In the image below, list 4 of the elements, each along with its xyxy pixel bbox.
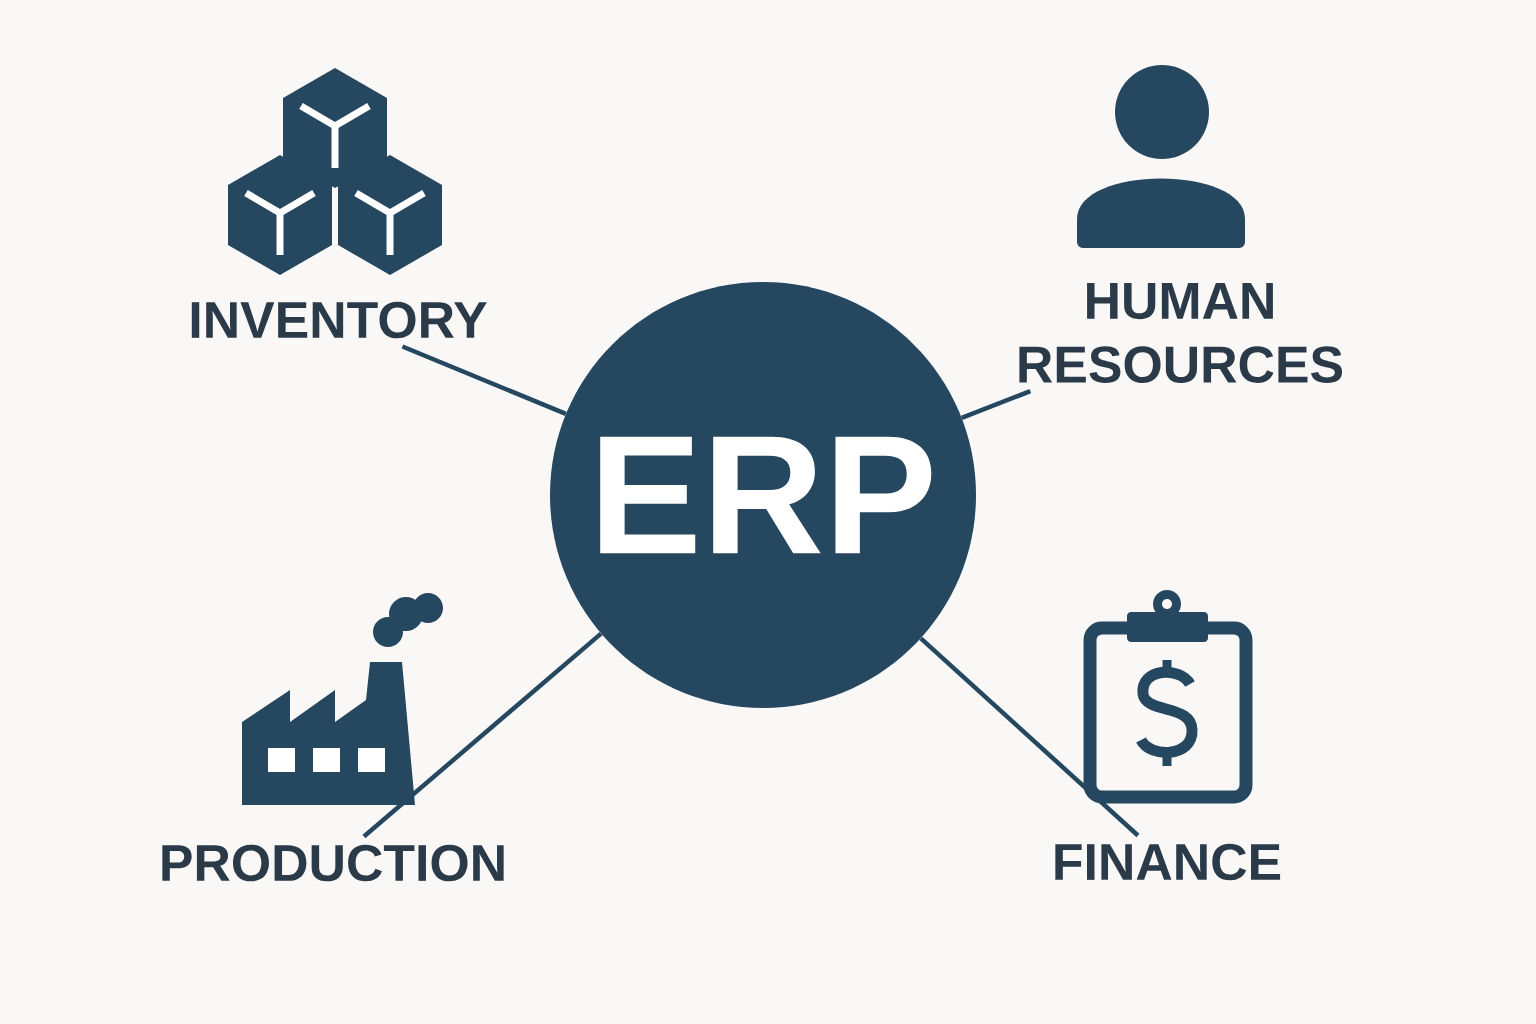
module-label: FINANCE — [1055, 843, 1281, 881]
module-label: INVENTORY — [191, 301, 487, 339]
module-label: PRODUCTION — [162, 844, 504, 882]
module-label: HUMAN RESOURCES — [1019, 283, 1343, 383]
